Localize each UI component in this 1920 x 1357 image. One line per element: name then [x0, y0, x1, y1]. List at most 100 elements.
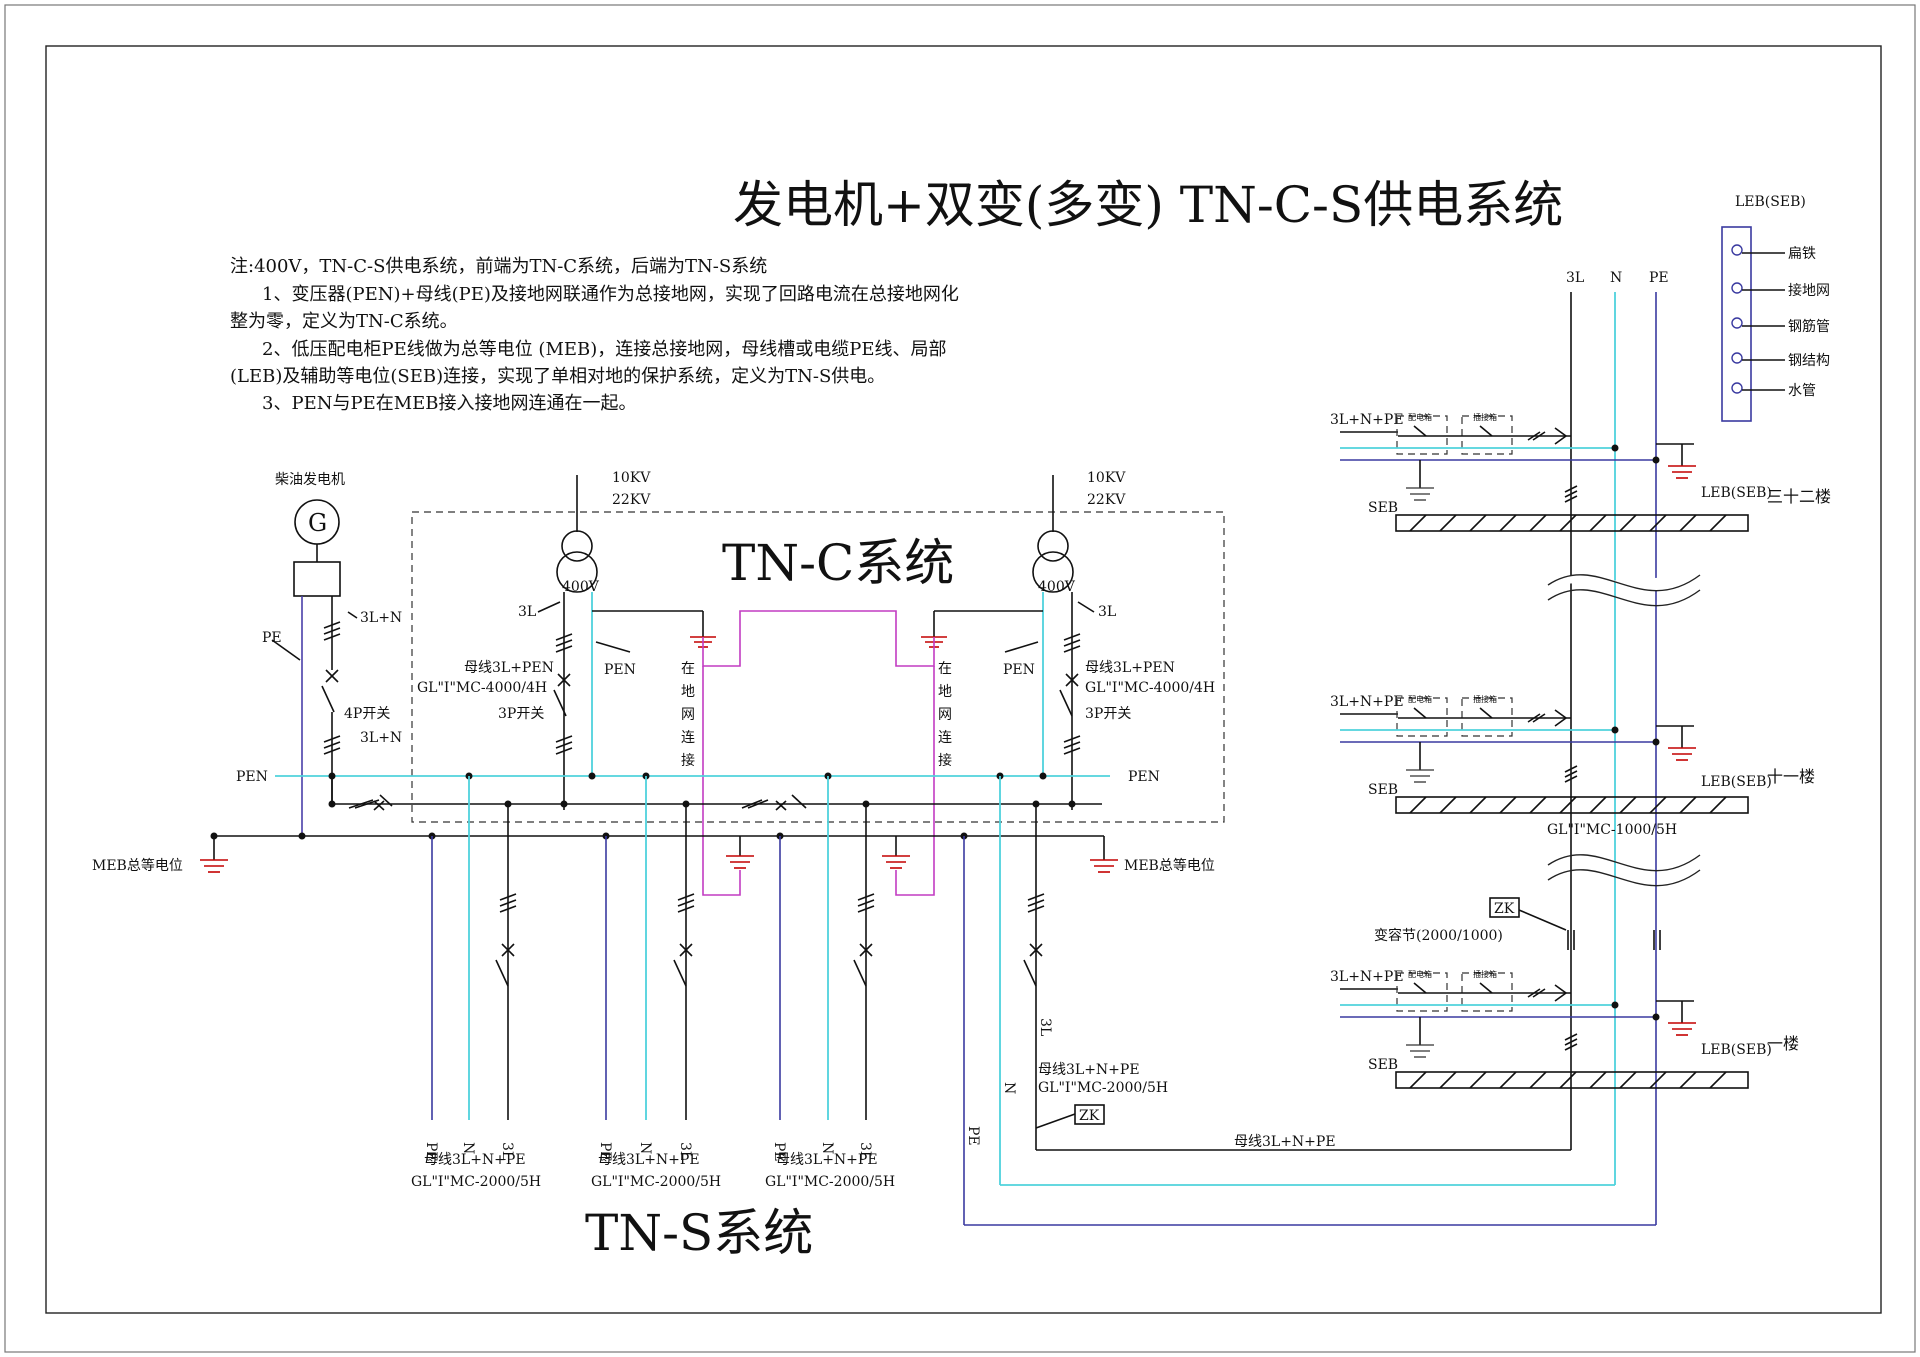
- feeder-1-bus-label-2: GL"I"MC-2000/5H: [411, 1174, 541, 1190]
- left-ground-char-5: 接: [681, 752, 695, 769]
- pen-bus-left-label: PEN: [236, 769, 268, 785]
- riser: 3L N PE GL"I"MC-1000/5H ZK 变容节(2000/1000…: [1374, 270, 1701, 1225]
- floor-1-slab: [1395, 1071, 1749, 1089]
- left-switch-label: 3P开关: [498, 706, 544, 722]
- pen-bus-right-label: PEN: [1128, 769, 1160, 785]
- generator: 柴油发电机 G 3L+N 4P开关 3L+N PE: [262, 472, 402, 836]
- riser-var-joint-label: 变容节(2000/1000): [1374, 927, 1503, 944]
- generator-switch-blade: [321, 685, 335, 713]
- riser-3l-header: 3L: [1566, 270, 1584, 286]
- riser-feed-bus-label-2: GL"I"MC-2000/5H: [1038, 1080, 1168, 1096]
- meb-right-label: MEB总等电位: [1124, 857, 1215, 874]
- floor-1-seb-label: SEB: [1368, 1057, 1398, 1073]
- floor-32-feed-label: 3L+N+PE: [1330, 412, 1404, 428]
- floor-32-name: 三十二楼: [1767, 487, 1831, 506]
- floor-1-dist-box: [1396, 972, 1448, 1012]
- note-line-4: (LEB)及辅助等电位(SEB)连接，实现了单相对地的保护系统，定义为TN-S供…: [230, 366, 885, 387]
- floor-32-box2-label: 插接箱: [1473, 412, 1497, 422]
- right-3l-label: 3L: [1098, 604, 1116, 620]
- riser-feed-n-label: N: [1001, 1082, 1017, 1094]
- floor-1-name: 一楼: [1767, 1034, 1799, 1053]
- feeder-1-n-label: N: [460, 1142, 476, 1154]
- ground-interconnect: [702, 610, 935, 896]
- right-hv-label-2: 22KV: [1087, 492, 1126, 508]
- floor-1-leb-label: LEB(SEB): [1701, 1042, 1772, 1058]
- floor-32-leb-label: LEB(SEB): [1701, 485, 1772, 501]
- generator-letter: G: [308, 509, 327, 537]
- leb-legend-item-1: 接地网: [1731, 282, 1830, 299]
- transformer-right: 10KV 22KV 400V 3L 母线3L+PEN GL"I"MC-4000/…: [921, 470, 1215, 810]
- left-lv-label: 400V: [562, 579, 600, 595]
- feeder-1-3l-label: 3L: [499, 1142, 515, 1160]
- floor-11-box1-label: 配电箱: [1408, 694, 1432, 704]
- feeder-3-bus-label-2: GL"I"MC-2000/5H: [765, 1174, 895, 1190]
- floor-11: 3L+N+PE 配电箱 插接箱 SEB LEB(SEB) 十一楼: [1330, 694, 1815, 814]
- leb-legend-item-3: 钢结构: [1731, 352, 1830, 369]
- riser-feed-pe-label: PE: [965, 1126, 981, 1146]
- right-hv-label-1: 10KV: [1087, 470, 1126, 486]
- feeder-2-pe-label: PE: [597, 1142, 613, 1162]
- feeder-3-3l-label: 3L: [857, 1142, 873, 1160]
- left-bus-label-1: 母线3L+PEN: [464, 660, 554, 676]
- generator-output-label: 3L+N: [360, 730, 402, 746]
- riser-feed-3l-label: 3L: [1037, 1018, 1053, 1036]
- leb-legend-item-4: 水管: [1731, 382, 1816, 399]
- generator-switch-label: 4P开关: [344, 706, 390, 722]
- outer-frame: [4, 4, 1916, 1353]
- note-line-2: 整为零，定义为TN-C系统。: [230, 311, 458, 332]
- floor-11-box2-label: 插接箱: [1473, 694, 1497, 704]
- right-ground-char-4: 连: [938, 730, 952, 746]
- floor-11-dist-box: [1396, 697, 1448, 737]
- right-ground-char-5: 接: [938, 752, 952, 769]
- feeder-2-bus-label-1: 母线3L+N+PE: [598, 1152, 700, 1168]
- floor-11-name: 十一楼: [1767, 767, 1815, 786]
- riser-zk-box: [1489, 897, 1520, 918]
- left-pen-label: PEN: [604, 662, 636, 678]
- note-line-3: 2、低压配电柜PE线做为总等电位 (MEB)，连接总接地网，母线槽或电缆PE线、…: [262, 339, 947, 360]
- feeder-1: PE N 3L 母线3L+N+PE GL"I"MC-2000/5H: [411, 776, 541, 1190]
- floor-1-plug-box: [1461, 972, 1513, 1012]
- right-ground-char-1: 在: [938, 661, 952, 677]
- right-ground-char-3: 网: [938, 707, 952, 723]
- tnc-system-label: TN-C系统: [722, 534, 954, 592]
- leb-legend-label-2: 钢筋管: [1788, 318, 1830, 335]
- floor-1: 3L+N+PE 配电箱 插接箱 SEB LEB(SEB) 一楼: [1330, 969, 1799, 1089]
- left-transformer-secondary: [556, 551, 598, 593]
- transformer-left: 10KV 22KV 400V 3L 母线3L+PEN GL"I"MC-4000/…: [417, 470, 716, 810]
- right-transformer-secondary: [1032, 551, 1074, 593]
- tns-system-label: TN-S系统: [585, 1204, 813, 1262]
- feeder-2-bus-label-2: GL"I"MC-2000/5H: [591, 1174, 721, 1190]
- feeder-2: PE N 3L 母线3L+N+PE GL"I"MC-2000/5H: [591, 776, 721, 1190]
- right-transformer-primary: [1037, 530, 1069, 562]
- floor-32: 3L+N+PE 配电箱 插接箱 SEB LEB(SEB) 三十二楼: [1330, 412, 1831, 532]
- left-hv-label-1: 10KV: [612, 470, 651, 486]
- feeder-1-pe-label: PE: [423, 1142, 439, 1162]
- diagram-title: 发电机+双变(多变) TN-C-S供电系统: [733, 176, 1563, 234]
- leb-legend-title: LEB(SEB): [1735, 194, 1806, 210]
- generator-pe-label: PE: [262, 630, 282, 646]
- feeder-3-pe-label: PE: [771, 1142, 787, 1162]
- feeder-1-bus-label-1: 母线3L+N+PE: [424, 1152, 526, 1168]
- inner-frame: [45, 45, 1882, 1314]
- left-transformer-primary: [561, 530, 593, 562]
- riser-pe-header: PE: [1649, 270, 1669, 286]
- leb-legend-label-4: 水管: [1788, 383, 1816, 399]
- feeder-3-bus-label-1: 母线3L+N+PE: [776, 1152, 878, 1168]
- tnc-system-boundary: [411, 511, 1225, 823]
- riser-main-bus-label: 母线3L+N+PE: [1234, 1134, 1336, 1150]
- leb-legend-item-0: 扁铁: [1731, 244, 1816, 262]
- leb-legend: LEB(SEB) 扁铁 接地网 钢筋管 钢结构 水管: [1721, 194, 1830, 422]
- right-lv-label: 400V: [1038, 579, 1076, 595]
- floor-11-seb-label: SEB: [1368, 782, 1398, 798]
- left-ground-char-1: 在: [681, 661, 695, 677]
- leb-legend-bar: [1721, 226, 1752, 422]
- floor-11-plug-box: [1461, 697, 1513, 737]
- note-line-5: 3、PEN与PE在MEB接入接地网连通在一起。: [262, 393, 637, 414]
- floor-32-dist-box: [1396, 415, 1448, 455]
- leb-legend-label-0: 扁铁: [1788, 246, 1816, 262]
- right-bus-label-2: GL"I"MC-4000/4H: [1085, 680, 1215, 696]
- generator-cable-label: 3L+N: [360, 610, 402, 626]
- left-ground-char-3: 网: [681, 707, 695, 723]
- floor-1-box1-label: 配电箱: [1408, 969, 1432, 979]
- right-switch-label: 3P开关: [1085, 706, 1131, 722]
